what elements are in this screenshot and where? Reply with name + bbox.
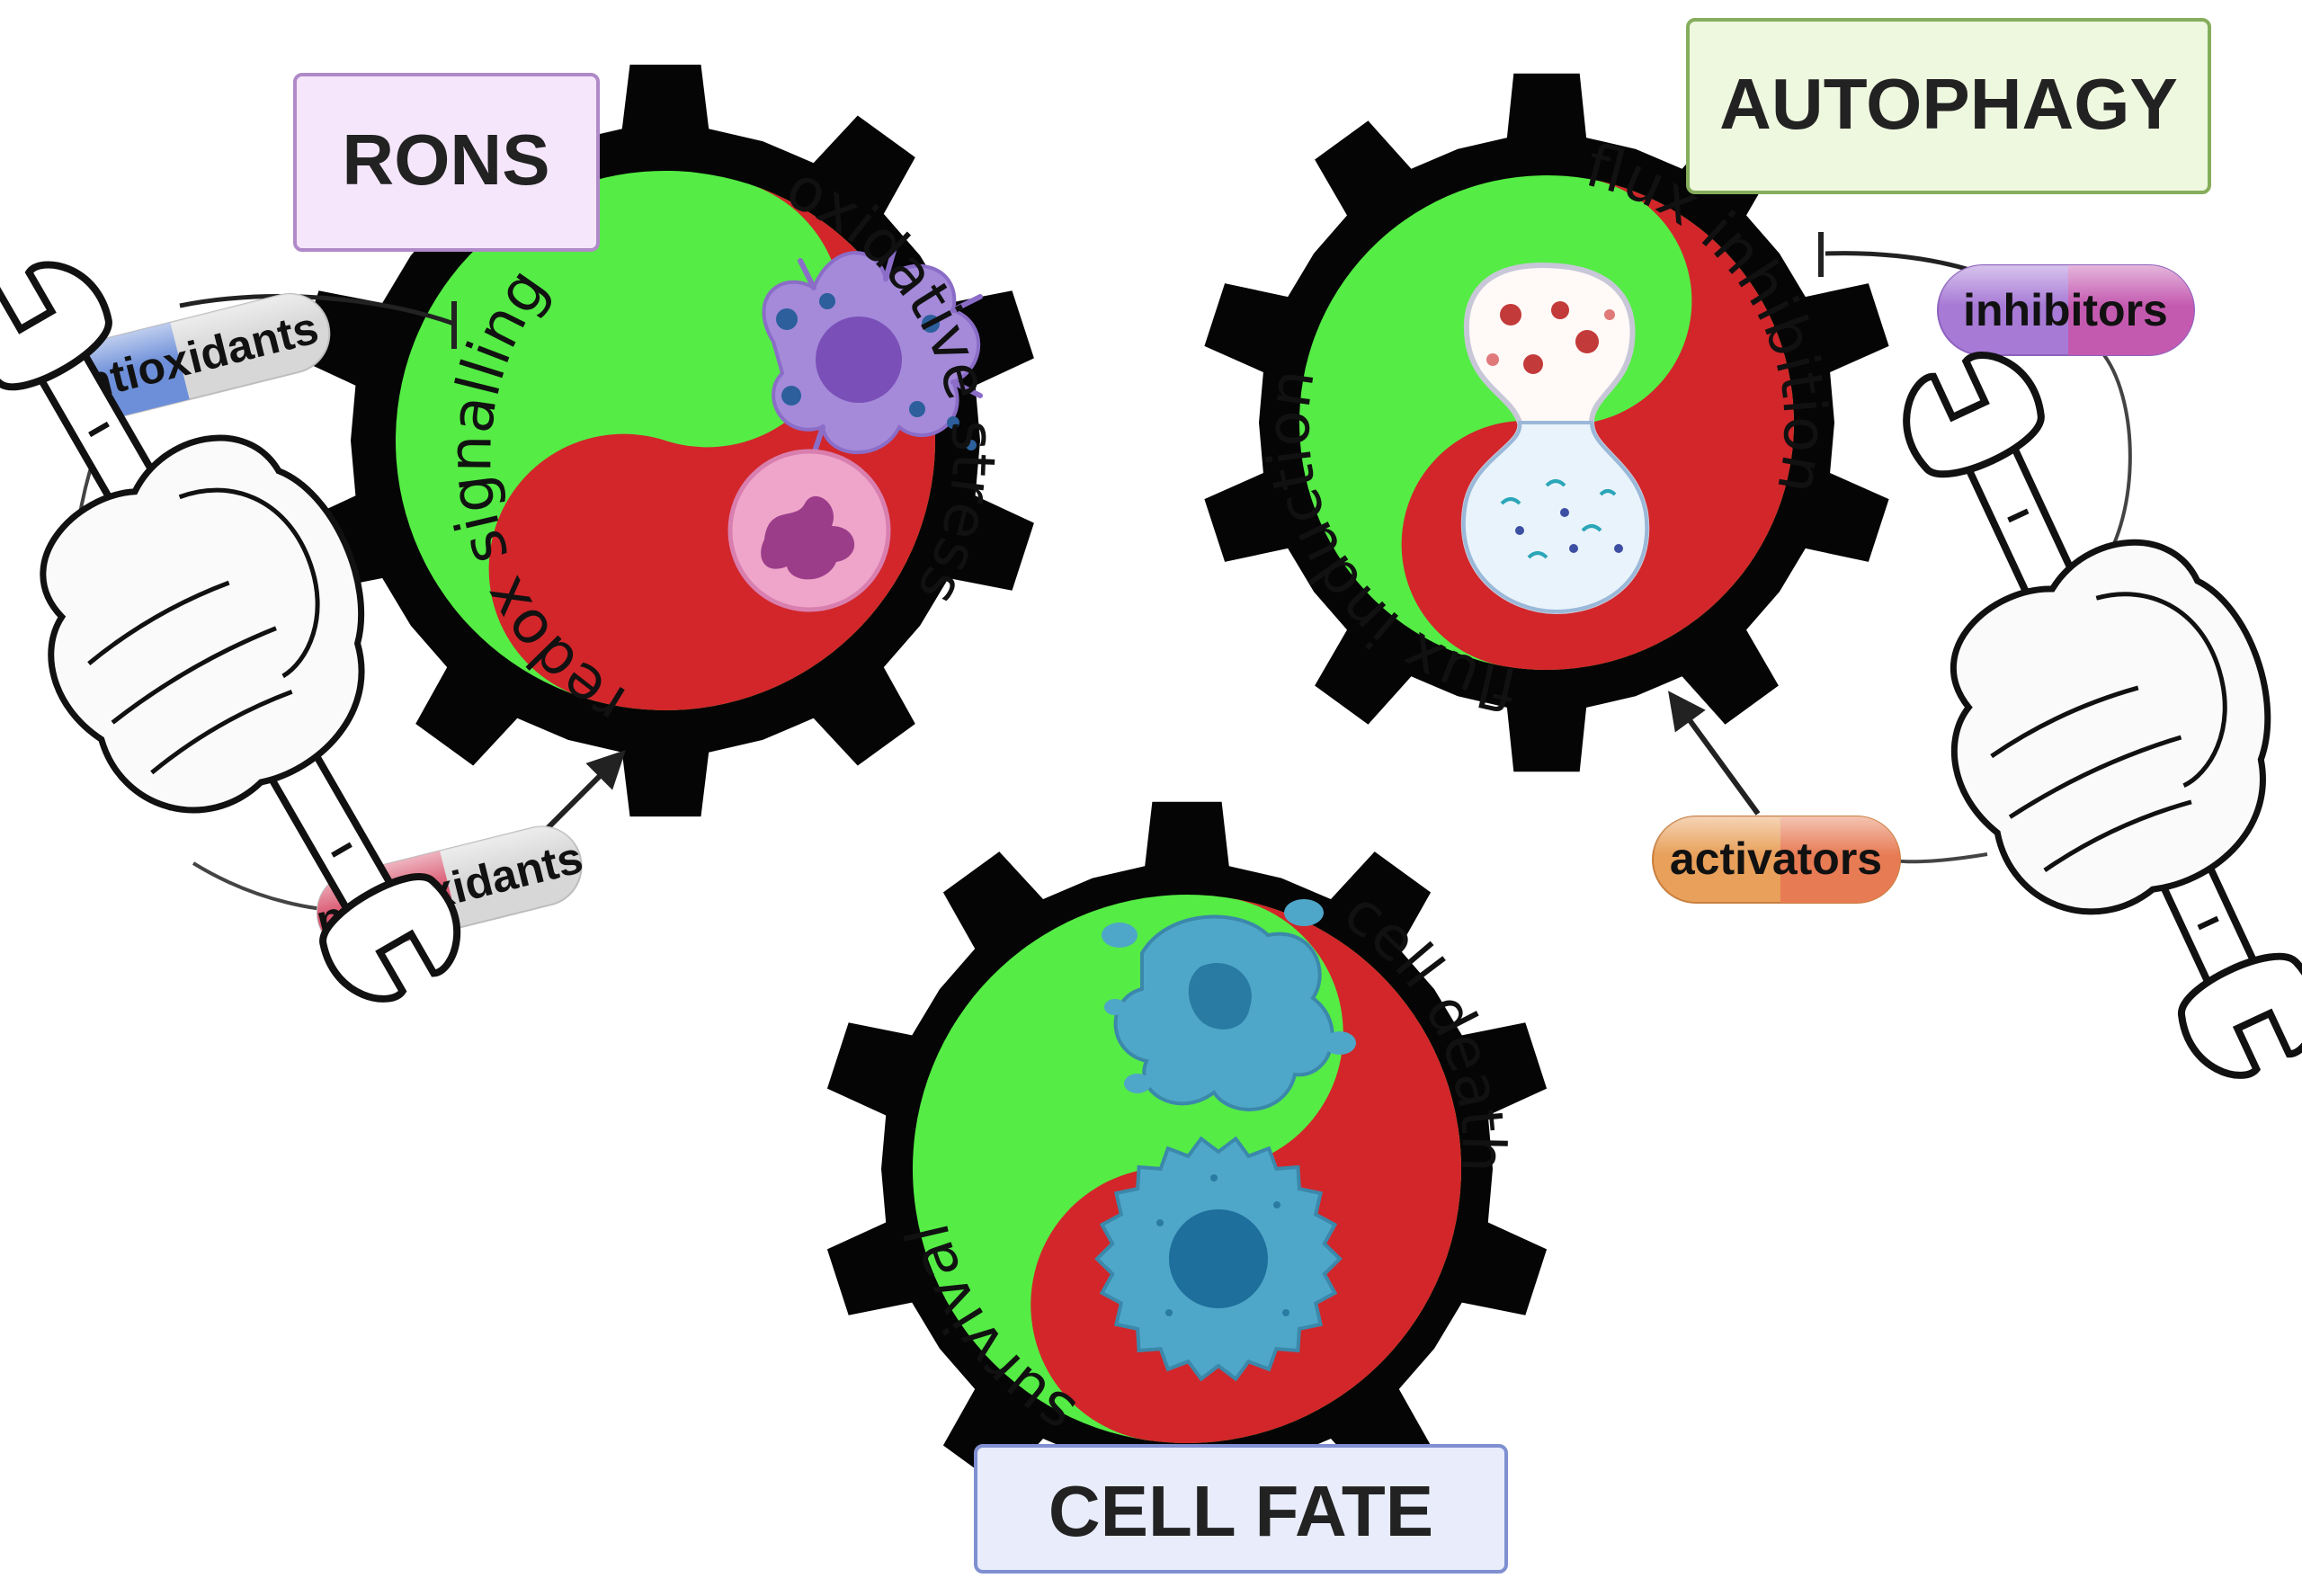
activators-label: activators: [1670, 834, 1882, 884]
neutrophil-icon: [727, 449, 891, 612]
autophagy-title: AUTOPHAGY: [1719, 64, 2178, 144]
activated-macrophage-icon: [762, 245, 983, 457]
autophagosome-icon: [1461, 262, 1650, 615]
fist-with-wrench-icon: [0, 261, 461, 1003]
healthy-cell-icon: [1094, 1136, 1343, 1382]
activation-arrow-icon: [1668, 691, 1761, 816]
inhibitors-inhibit-arrow: [1818, 232, 1970, 277]
inhibitors-pill: inhibitors: [1937, 264, 2195, 356]
fist-with-wrench-icon: [1903, 352, 2302, 1079]
rons-box: RONS: [293, 73, 600, 252]
activators-pill: activators: [1652, 816, 1901, 904]
inhibitors-label: inhibitors: [1963, 285, 2168, 335]
cell-fate-box: CELL FATE: [974, 1444, 1508, 1574]
rons-title: RONS: [342, 120, 549, 200]
activators-activate-arrow: [1668, 691, 1761, 816]
dying-cell-icon: [1102, 899, 1356, 1111]
autophagy-box: AUTOPHAGY: [1686, 18, 2211, 194]
antioxidant-inhibit-arrow: [179, 294, 457, 349]
cell-fate-title: CELL FATE: [1048, 1471, 1433, 1551]
